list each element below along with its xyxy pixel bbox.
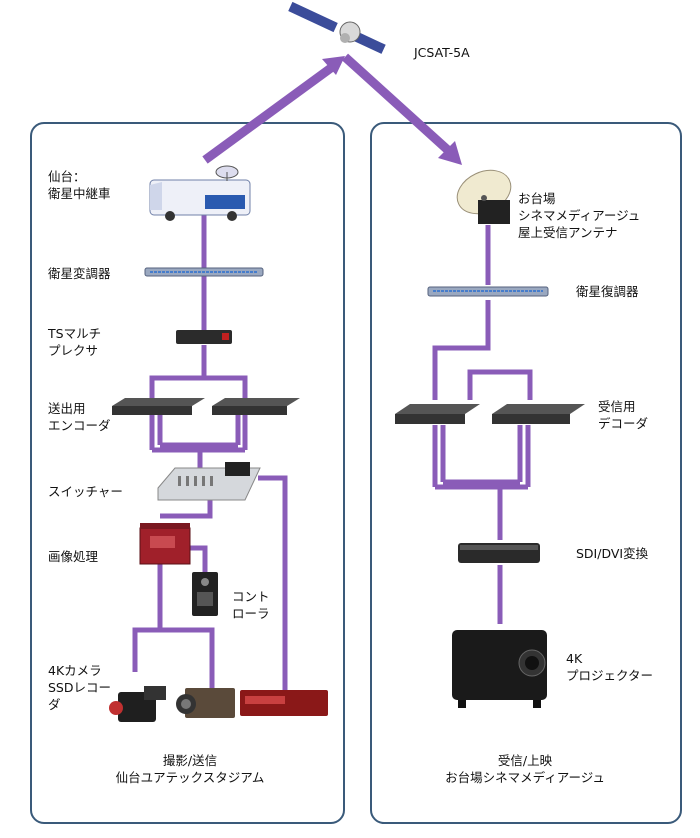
projector-icon — [452, 630, 547, 708]
uplink-arrow — [202, 56, 345, 164]
rack-device-icon — [240, 690, 328, 716]
sendai-panel — [30, 122, 345, 824]
decoder-icon — [395, 404, 585, 424]
antenna-label: お台場 シネマメディアージュ 屋上受信アンテナ — [518, 191, 641, 240]
ts-mux-icon — [176, 330, 232, 344]
switcher-icon — [157, 462, 261, 501]
left-links — [132, 215, 288, 690]
odaiba-footer: 受信/上映 お台場シネマメディアージュ — [445, 753, 605, 785]
demodulator-label: 衛星復調器 — [576, 284, 639, 299]
relay-truck-label: 仙台： 衛星中継車 — [48, 169, 111, 201]
ts-mux-label: TSマルチ プレクサ — [48, 326, 102, 358]
image-processor-label: 画像処理 — [48, 549, 99, 564]
downlink-arrow — [341, 53, 462, 165]
converter-label: SDI/DVI変換 — [576, 546, 649, 561]
camera-icon — [109, 686, 166, 722]
sdi-dvi-converter-icon — [458, 543, 540, 563]
right-links — [432, 225, 533, 624]
camera-label: 4Kカメラ SSDレコー ダ — [48, 663, 111, 712]
controller-icon — [192, 572, 218, 616]
projector-label: 4K プロジェクター — [566, 651, 654, 683]
satellite-icon — [288, 1, 386, 54]
encoder-icon — [112, 398, 300, 415]
decoder-label: 受信用 デコーダ — [598, 399, 649, 431]
relay-truck-icon — [149, 165, 251, 221]
controller-label: コント ローラ — [232, 589, 270, 621]
image-processor-icon — [139, 523, 191, 565]
satellite-label: JCSAT-5A — [414, 45, 470, 60]
sendai-footer: 撮影/送信 仙台ユアテックスタジアム — [115, 753, 265, 785]
odaiba-panel — [370, 122, 682, 824]
antenna-icon — [456, 169, 512, 224]
modulator-icon — [144, 267, 264, 277]
modulator-label: 衛星変調器 — [48, 266, 111, 281]
encoder-label: 送出用 エンコーダ — [48, 401, 111, 433]
demodulator-icon — [427, 286, 549, 297]
switcher-label: スイッチャー — [48, 484, 123, 499]
ssd-recorder-icon — [176, 688, 235, 718]
